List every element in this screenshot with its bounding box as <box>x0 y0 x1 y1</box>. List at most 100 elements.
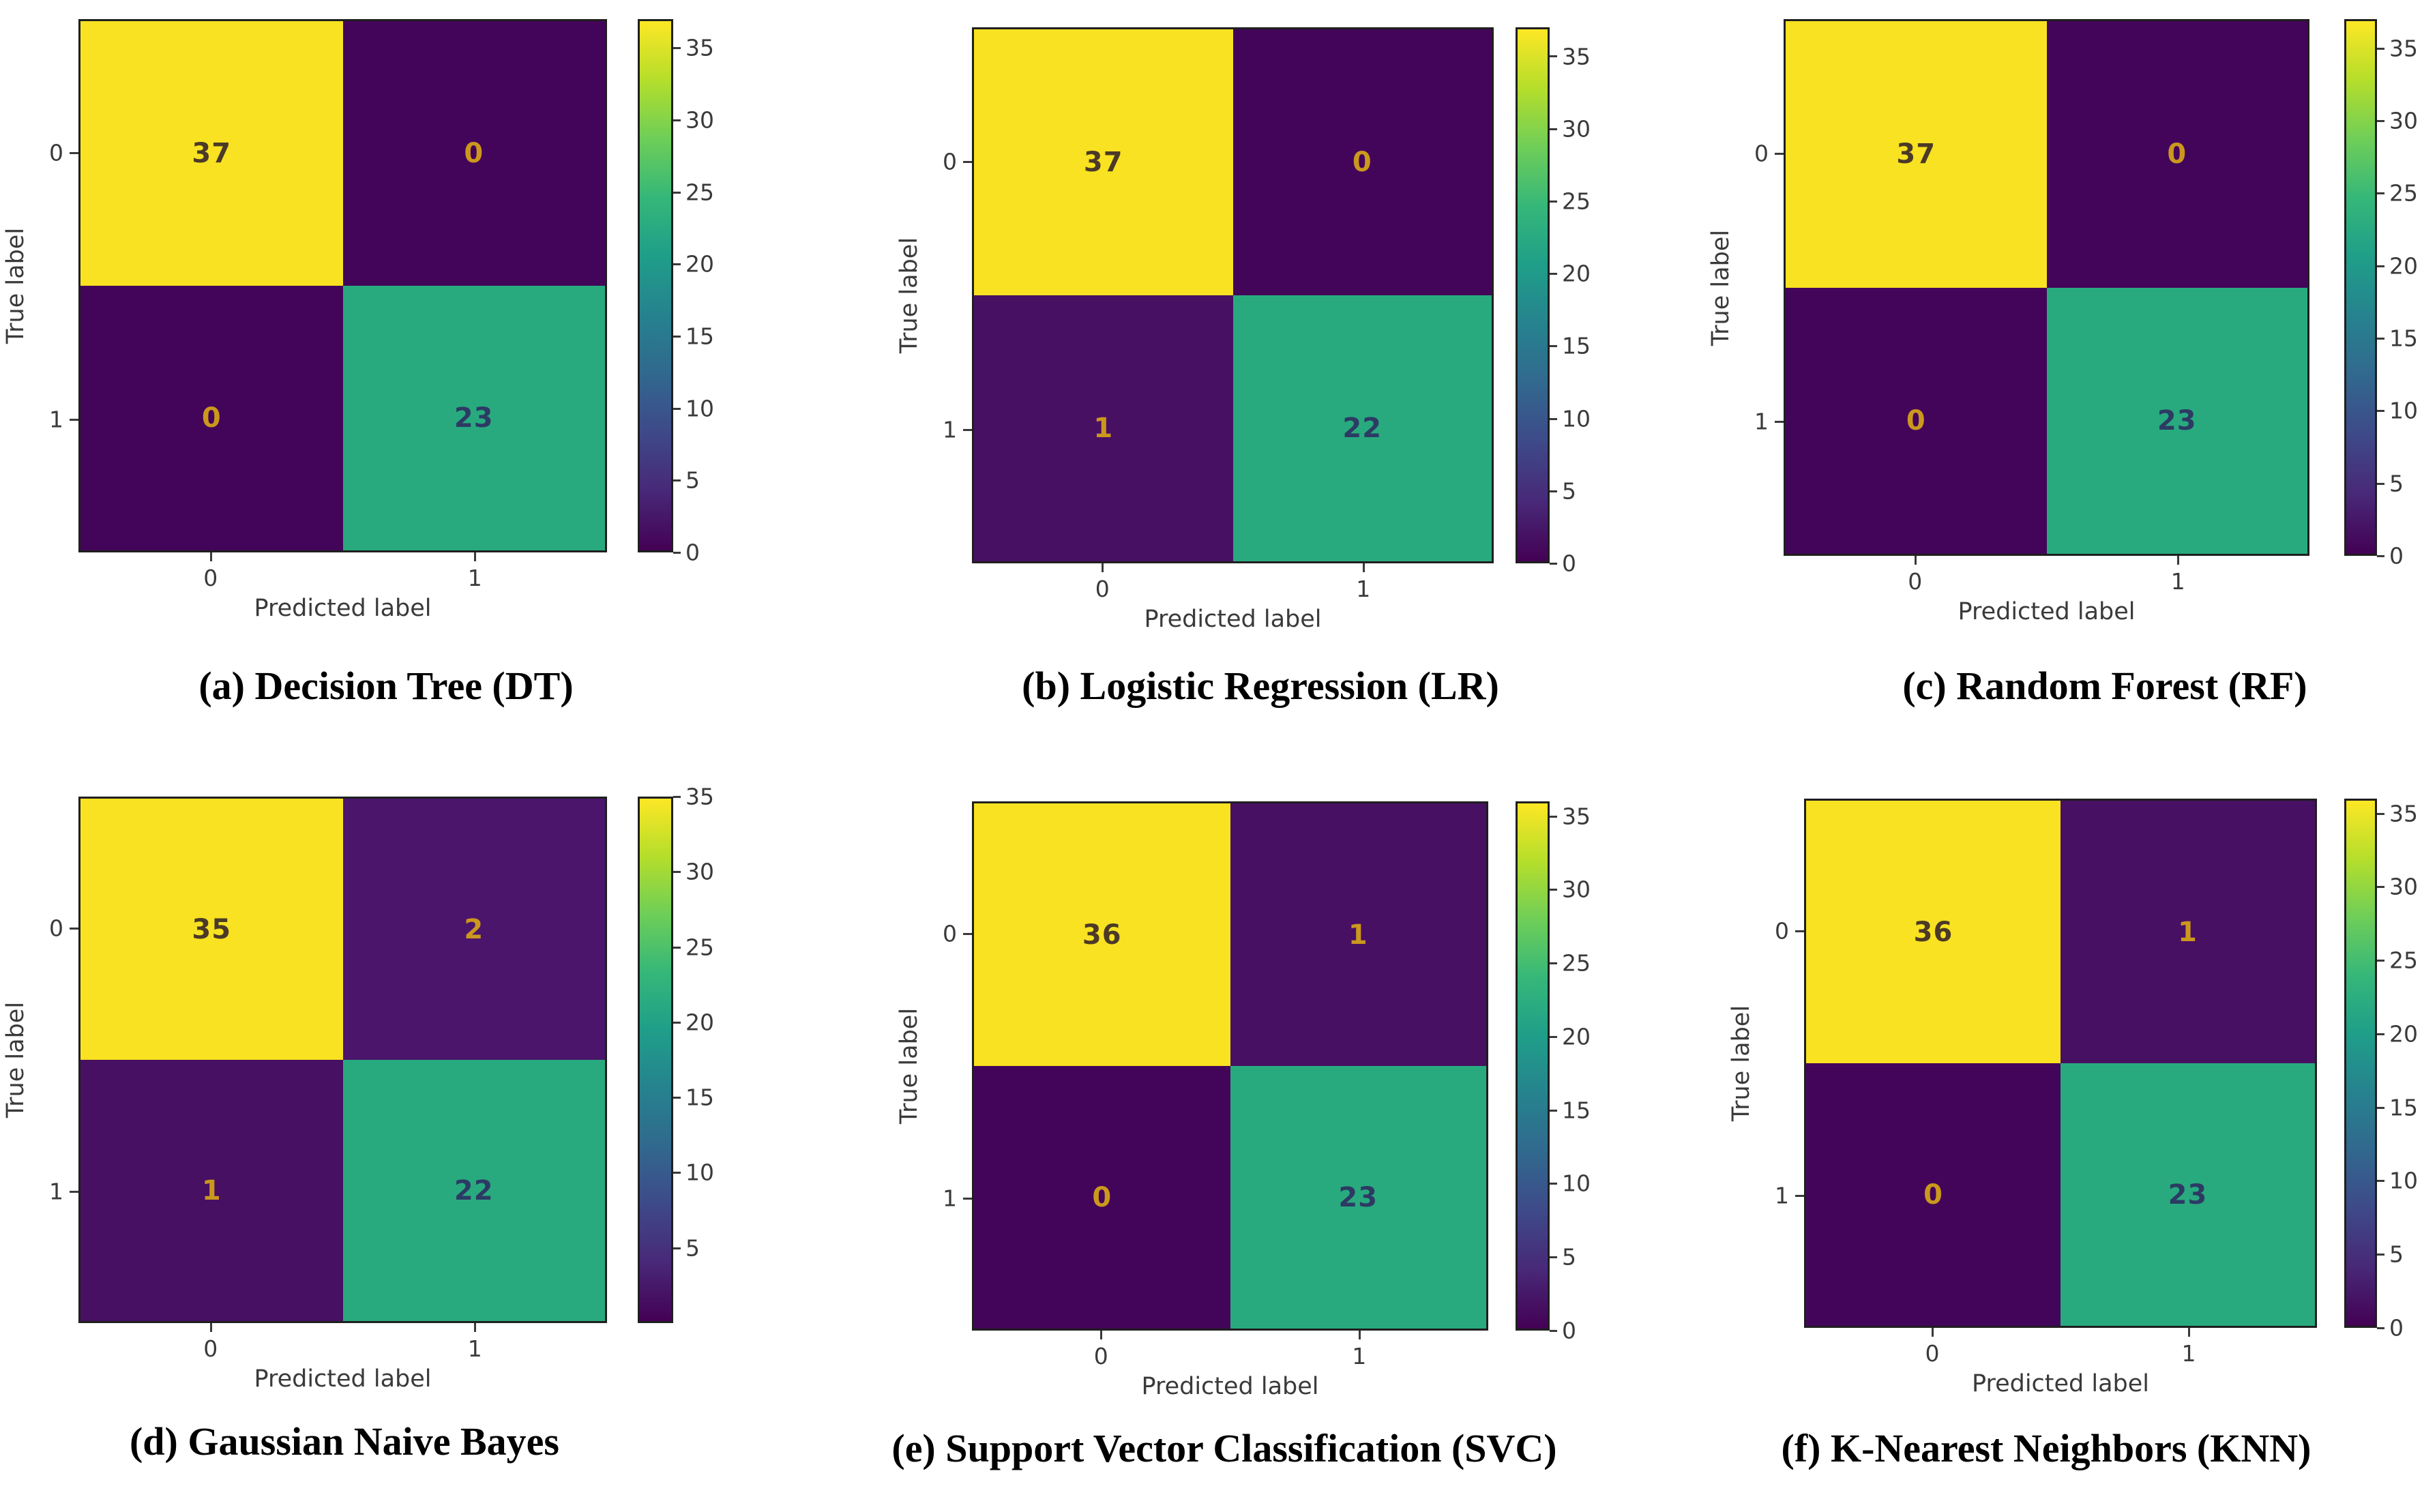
colorbar-tick-mark <box>2377 265 2384 267</box>
colorbar-a <box>638 19 673 552</box>
colorbar-tick-mark <box>1550 490 1557 492</box>
matrix-cell-c-3: 23 <box>2046 287 2307 554</box>
colorbar-tick-label: 10 <box>685 395 714 422</box>
colorbar-tick-mark <box>1550 1256 1557 1259</box>
matrix-cell-value: 0 <box>1906 404 1926 436</box>
colorbar-tick-label: 15 <box>685 323 714 350</box>
colorbar-tick-mark <box>2377 1254 2384 1256</box>
y-tick-label: 0 <box>943 920 957 947</box>
x-tick-label: 1 <box>2170 568 2185 595</box>
matrix-cell-a-1: 0 <box>342 21 605 286</box>
y-tick-label: 1 <box>49 406 63 432</box>
colorbar-tick-label: 5 <box>2389 1241 2404 1268</box>
matrix-cell-e-0: 36 <box>974 803 1230 1066</box>
matrix-cell-e-3: 23 <box>1230 1066 1486 1329</box>
colorbar-tick-mark <box>2377 1180 2384 1183</box>
y-tick-label: 1 <box>49 1178 63 1205</box>
colorbar-tick-mark <box>1550 273 1557 276</box>
colorbar-tick-label: 5 <box>1562 477 1576 505</box>
colorbar-f <box>2344 799 2377 1328</box>
x-tick-label: 1 <box>2181 1340 2196 1367</box>
x-tick-label: 0 <box>203 1335 218 1362</box>
colorbar-tick-label: 10 <box>1562 1170 1591 1197</box>
colorbar-tick-label: 20 <box>1562 260 1591 287</box>
x-axis-label: Predicted label <box>1144 606 1322 633</box>
matrix-cell-value: 36 <box>1082 919 1122 951</box>
matrix-cell-d-3: 22 <box>342 1060 605 1321</box>
colorbar-tick-label: 0 <box>1562 550 1576 577</box>
matrix-cell-value: 0 <box>1923 1179 1943 1211</box>
matrix-cell-value: 1 <box>1093 413 1114 444</box>
x-axis-label: Predicted label <box>1958 598 2136 625</box>
y-tick-label: 0 <box>1754 140 1769 167</box>
colorbar-tick-mark <box>2377 119 2384 122</box>
colorbar-tick-mark <box>2377 410 2384 413</box>
colorbar-tick-mark <box>673 479 681 482</box>
x-tick-mark <box>2177 556 2180 565</box>
colorbar-e <box>1516 801 1550 1331</box>
matrix-cell-value: 23 <box>1338 1181 1378 1213</box>
matrix-cell-a-3: 23 <box>342 286 605 550</box>
colorbar-tick-mark <box>1550 1109 1557 1112</box>
y-tick-label: 0 <box>49 915 63 942</box>
colorbar-tick-mark <box>2377 812 2384 815</box>
y-tick-mark <box>1775 421 1784 424</box>
colorbar-tick-label: 15 <box>685 1084 714 1111</box>
matrix-cell-value: 2 <box>464 913 484 945</box>
matrix-cell-b-3: 22 <box>1232 295 1492 561</box>
colorbar-tick-mark <box>1550 1330 1557 1332</box>
x-tick-label: 0 <box>1908 568 1923 595</box>
colorbar-tick-label: 5 <box>685 1234 700 1262</box>
matrix-cell-value: 0 <box>201 402 222 434</box>
colorbar-tick-mark <box>1550 1035 1557 1038</box>
colorbar-tick-label: 35 <box>1562 803 1591 830</box>
matrix-cell-value: 22 <box>454 1174 494 1206</box>
figure-caption-e: (e) Support Vector Classification (SVC) <box>891 1426 1557 1470</box>
colorbar-tick-label: 25 <box>685 934 714 961</box>
colorbar-tick-label: 15 <box>1562 332 1591 359</box>
matrix-cell-value: 37 <box>192 138 232 169</box>
colorbar-tick-label: 35 <box>2389 800 2418 827</box>
colorbar-tick-mark <box>1550 815 1557 818</box>
x-tick-mark <box>1914 556 1917 565</box>
colorbar-tick-label: 15 <box>2389 325 2418 352</box>
x-tick-label: 1 <box>1356 576 1371 602</box>
y-tick-label: 1 <box>943 1185 957 1212</box>
colorbar-tick-label: 25 <box>1562 188 1591 215</box>
colorbar-tick-mark <box>2377 192 2384 195</box>
colorbar-tick-mark <box>2377 1033 2384 1035</box>
colorbar-tick-mark <box>673 119 681 121</box>
y-tick-mark <box>70 151 78 154</box>
matrix-cell-value: 36 <box>1913 916 1953 948</box>
colorbar-tick-label: 30 <box>685 858 714 885</box>
matrix-cell-d-2: 1 <box>80 1060 343 1321</box>
colorbar-tick-label: 0 <box>2389 1314 2404 1341</box>
colorbar-tick-mark <box>1550 889 1557 891</box>
matrix-cell-b-0: 37 <box>974 29 1233 295</box>
colorbar-tick-mark <box>673 47 681 50</box>
colorbar-tick-mark <box>673 552 681 554</box>
matrix-cell-value: 1 <box>201 1174 222 1206</box>
colorbar-tick-label: 10 <box>685 1159 714 1186</box>
y-tick-label: 1 <box>943 416 957 443</box>
colorbar-tick-label: 0 <box>2389 542 2404 569</box>
matrix-cell-value: 23 <box>2168 1179 2208 1211</box>
colorbar-tick-mark <box>673 263 681 266</box>
matrix-cell-b-2: 1 <box>974 295 1233 561</box>
y-tick-mark <box>70 418 78 421</box>
x-tick-mark <box>209 552 212 561</box>
colorbar-tick-label: 20 <box>2389 1020 2418 1048</box>
colorbar-b <box>1516 27 1550 563</box>
y-tick-mark <box>963 933 972 935</box>
x-tick-label: 0 <box>1093 1343 1108 1369</box>
x-tick-mark <box>1102 563 1104 572</box>
colorbar-tick-mark <box>673 1247 681 1249</box>
